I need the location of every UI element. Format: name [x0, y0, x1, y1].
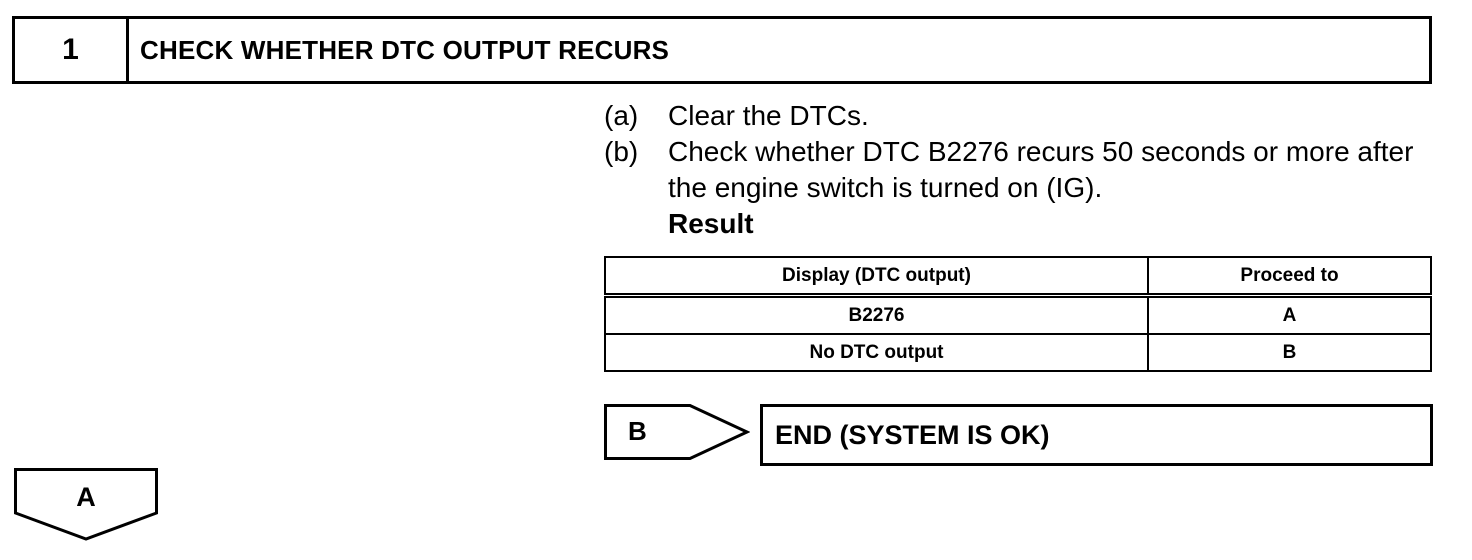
instruction-text: Clear the DTCs. — [668, 100, 869, 131]
table-cell: B2276 — [604, 294, 1149, 335]
instruction-b: (b) Check whether DTC B2276 recurs 50 se… — [604, 134, 1434, 206]
result-label: Result — [668, 208, 754, 239]
table-cell: No DTC output — [604, 333, 1149, 372]
branch-b-label: B — [628, 416, 647, 446]
step-number: 1 — [15, 19, 129, 81]
branch-a-arrow: A — [14, 468, 158, 542]
table-cell: A — [1147, 294, 1432, 335]
table-header: Display (DTC output) — [604, 256, 1149, 298]
instructions: (a) Clear the DTCs. (b) Check whether DT… — [604, 98, 1434, 242]
branch-a-label: A — [76, 482, 96, 512]
table-row: No DTC output B — [604, 333, 1432, 372]
result-table: Display (DTC output) Proceed to B2276 A … — [604, 256, 1432, 372]
table-row: B2276 A — [604, 294, 1432, 335]
instruction-a: (a) Clear the DTCs. — [604, 98, 1434, 134]
table-cell: B — [1147, 333, 1432, 372]
instruction-text: Check whether DTC B2276 recurs 50 second… — [668, 136, 1414, 203]
step-header: 1 CHECK WHETHER DTC OUTPUT RECURS — [12, 16, 1432, 84]
down-arrow-icon — [14, 468, 158, 541]
table-header: Proceed to — [1147, 256, 1432, 298]
instruction-letter: (b) — [604, 136, 639, 167]
instruction-letter: (a) — [604, 100, 639, 131]
end-box: END (SYSTEM IS OK) — [760, 404, 1433, 466]
table-header-row: Display (DTC output) Proceed to — [604, 256, 1432, 298]
branch-b-arrow: B — [604, 404, 750, 460]
step-title: CHECK WHETHER DTC OUTPUT RECURS — [140, 34, 670, 65]
right-arrow-icon — [604, 404, 750, 460]
